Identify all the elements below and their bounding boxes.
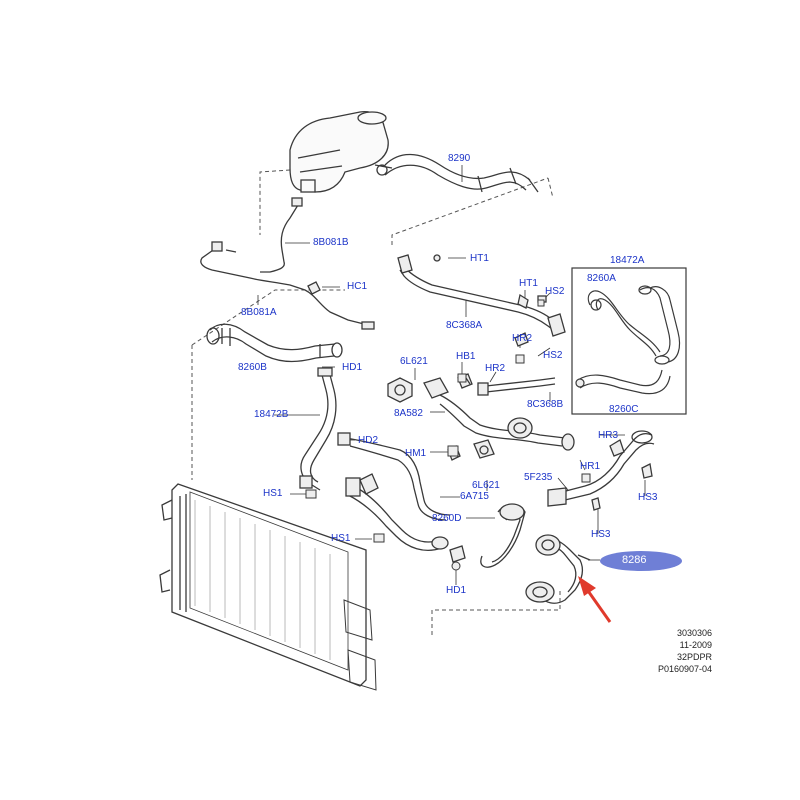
label-6a715: 6A715 bbox=[460, 491, 489, 502]
highlight-ellipse-8286 bbox=[600, 551, 682, 571]
label-hd1-lower: HD1 bbox=[446, 585, 467, 596]
label-hs3-lower: HS3 bbox=[591, 529, 611, 540]
label-hr1: HR1 bbox=[580, 461, 601, 472]
label-8260c: 8260C bbox=[609, 404, 639, 415]
label-8c368b: 8C368B bbox=[527, 399, 564, 410]
reference-code-2: 11-2009 bbox=[679, 640, 712, 650]
label-hs1-upper: HS1 bbox=[263, 488, 283, 499]
label-hd2: HD2 bbox=[358, 435, 379, 446]
hose-18472b bbox=[299, 367, 337, 491]
label-ht1-lower: HT1 bbox=[519, 278, 538, 289]
pipe-8a582 bbox=[387, 373, 575, 461]
label-hs1-lower: HS1 bbox=[331, 533, 351, 544]
hose-8260d bbox=[480, 503, 591, 604]
radiator bbox=[159, 483, 377, 691]
label-8b081a: 8B081A bbox=[241, 307, 277, 318]
label-8a582: 8A582 bbox=[394, 408, 423, 419]
box-18472a bbox=[571, 267, 687, 415]
label-8b081b: 8B081B bbox=[313, 237, 349, 248]
hose-clips bbox=[305, 299, 591, 571]
label-hc1: HC1 bbox=[347, 281, 368, 292]
label-8260b: 8260B bbox=[238, 362, 267, 373]
label-6l621-lower: 6L621 bbox=[472, 480, 500, 491]
expansion-tank bbox=[289, 110, 393, 193]
radiator-fins bbox=[194, 500, 331, 660]
label-8260a: 8260A bbox=[587, 273, 616, 284]
label-hr2-lower: HR2 bbox=[485, 363, 506, 374]
reference-code-4: P0160907-04 bbox=[657, 664, 712, 674]
reference-codes: 3030306 11-2009 32PDPR P0160907-04 bbox=[642, 627, 712, 675]
pipe-8c368b bbox=[477, 377, 556, 396]
reference-code-3: 32PDPR bbox=[676, 652, 712, 662]
label-8c368a: 8C368A bbox=[446, 320, 483, 331]
label-8290: 8290 bbox=[448, 153, 471, 164]
label-hm1: HM1 bbox=[405, 448, 427, 459]
dashed-guide-lines bbox=[191, 169, 561, 635]
label-8260d: 8260D bbox=[432, 513, 462, 524]
label-6l621-upper: 6L621 bbox=[400, 356, 428, 367]
label-18472a: 18472A bbox=[610, 255, 645, 266]
reference-code-1: 3030306 bbox=[676, 628, 712, 638]
label-hs2-lower: HS2 bbox=[543, 350, 563, 361]
hose-5f235 bbox=[547, 430, 655, 511]
sensor-harness bbox=[200, 197, 375, 330]
label-ht1-upper: HT1 bbox=[470, 253, 489, 264]
pipe-6a715 bbox=[337, 432, 466, 563]
label-18472b: 18472B bbox=[254, 409, 289, 420]
label-hs2-upper: HS2 bbox=[545, 286, 565, 297]
red-arrow bbox=[578, 576, 612, 623]
label-hd1-upper: HD1 bbox=[342, 362, 363, 373]
label-hr2-upper: HR2 bbox=[512, 333, 533, 344]
label-hr3: HR3 bbox=[598, 430, 619, 441]
label-hs3-upper: HS3 bbox=[638, 492, 658, 503]
hose-8290 bbox=[376, 153, 539, 193]
label-5f235: 5F235 bbox=[524, 472, 553, 483]
label-8286-highlighted: 8286 bbox=[622, 554, 647, 566]
hose-8260b bbox=[206, 323, 343, 363]
label-hb1: HB1 bbox=[456, 351, 476, 362]
pipe-8c368a bbox=[397, 254, 566, 347]
